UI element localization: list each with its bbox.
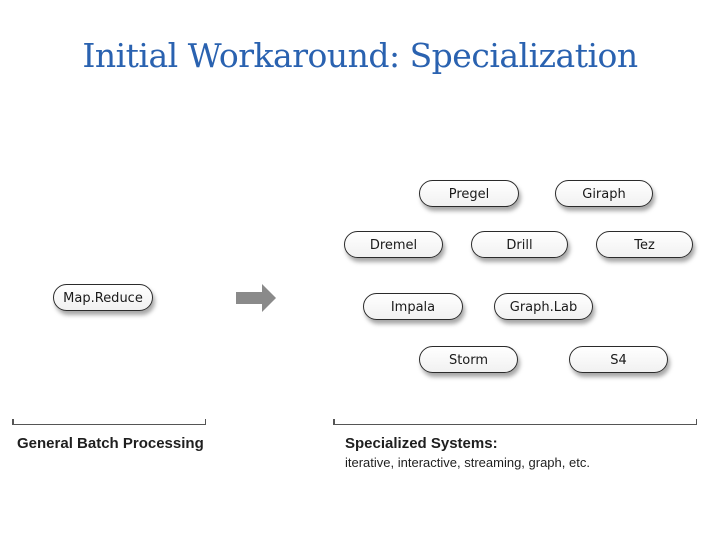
slide-title: Initial Workaround: Specialization: [82, 36, 638, 75]
node-impala: Impala: [363, 293, 463, 320]
node-storm: Storm: [419, 346, 518, 373]
node-s4: S4: [569, 346, 668, 373]
specialized-caption: Specialized Systems:: [345, 435, 498, 452]
node-dremel: Dremel: [344, 231, 443, 258]
general-bracket: [12, 418, 206, 425]
node-pregel: Pregel: [419, 180, 519, 207]
node-giraph: Giraph: [555, 180, 653, 207]
node-tez: Tez: [596, 231, 693, 258]
specialized-subcaption: iterative, interactive, streaming, graph…: [345, 455, 590, 470]
general-caption: General Batch Processing: [17, 435, 204, 452]
right-arrow-icon: [236, 284, 276, 312]
specialized-bracket: [333, 418, 697, 425]
node-graphlab: Graph.Lab: [494, 293, 593, 320]
node-drill: Drill: [471, 231, 568, 258]
node-mapreduce: Map.Reduce: [53, 284, 153, 311]
